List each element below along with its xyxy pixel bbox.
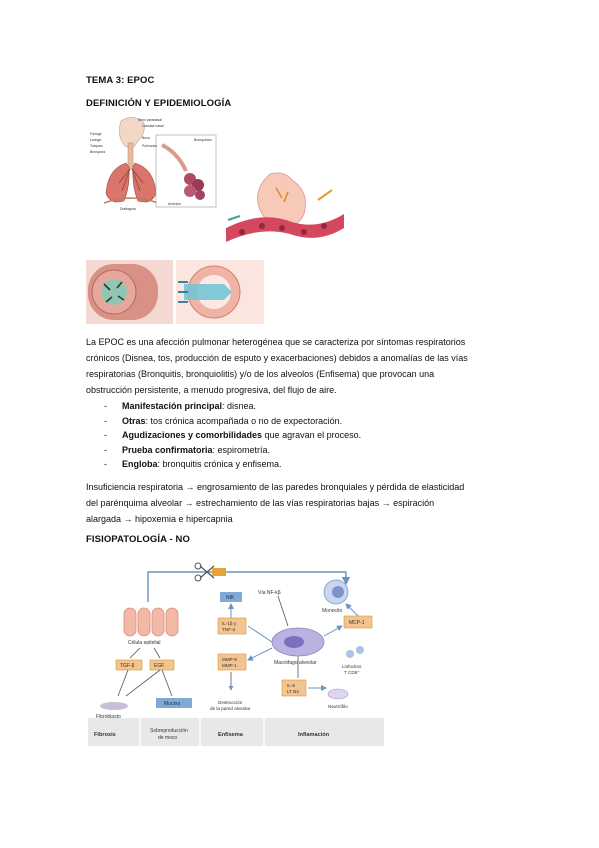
node-via-nfkb: Vía NF-kβ (258, 590, 281, 596)
text-line: respiratorias (Bronquitis, bronquiolitis… (86, 369, 435, 379)
node-celula-epitelial: Célula epitelial (128, 640, 161, 646)
figure-pathophysiology-diagram: Célula epitelial TGF-β EGF Fibroblasto M… (88, 556, 384, 746)
category-sobreproduccion-2: de moco (158, 735, 177, 741)
node-il8: IL-8 (287, 683, 295, 688)
node-ltb4: LT B4 (287, 689, 299, 694)
category-enfisema: Enfisema (218, 732, 244, 738)
node-macrofago: Macrófago alveolar (274, 660, 317, 666)
node-mucina: Mucina (164, 701, 180, 707)
section-heading-fisiopatologia: FISIOPATOLOGÍA - NO (86, 534, 190, 545)
node-neutrofilo: Neutrófilo (328, 704, 348, 709)
anatomy-label: Boca (142, 136, 150, 140)
category-inflamacion: Inflamación (298, 732, 330, 738)
anatomy-label: Pulmones (142, 144, 157, 148)
anatomy-label: Bronquiolos (194, 138, 212, 142)
anatomy-label: Cavidad nasal (142, 124, 164, 128)
node-tgf: TGF-β (120, 663, 135, 669)
category-sobreproduccion: Sobreproducción (150, 728, 188, 734)
anatomy-label: Diafragma (120, 207, 136, 211)
anatomy-label: Alvéolos (168, 202, 181, 206)
intro-paragraph: La EPOC es una afección pulmonar heterog… (86, 334, 526, 398)
list-item: -Agudizaciones y comorbilidades que agra… (104, 430, 362, 441)
figure-bronchial-sections (86, 260, 264, 324)
node-mcp1: MCP-1 (349, 620, 365, 626)
figure-alveolus-exchange (222, 170, 347, 248)
anatomy-label: Seno paranasal (138, 118, 162, 122)
characteristics-list: -Manifestación principal: disnea. -Otras… (86, 399, 361, 472)
node-tcd8: T CD8⁺ (344, 670, 360, 675)
node-nik: NIK (226, 595, 235, 601)
node-linfocitos: Linfocitos (342, 664, 362, 669)
anatomy-label: Faringe (90, 132, 102, 136)
anatomy-label: Laringe (90, 138, 101, 142)
text-line: alargada → hipoxemia e hipercapnia (86, 514, 233, 524)
node-il1: IL-1β y (222, 621, 237, 626)
section-heading-definicion: DEFINICIÓN Y EPIDEMIOLOGÍA (86, 98, 232, 109)
figure-respiratory-anatomy: Seno paranasal Cavidad nasal Faringe Lar… (86, 113, 222, 211)
anatomy-label: Tráquea (90, 144, 103, 148)
node-mmp9: MMP-9 (222, 657, 237, 662)
list-item: -Engloba: bronquitis crónica y enfisema. (104, 459, 282, 470)
node-tnf: TNF-α (222, 627, 235, 632)
node-egf: EGF (154, 663, 164, 669)
list-item: -Manifestación principal: disnea. (104, 401, 257, 411)
text-line: crónicos (Disnea, tos, producción de esp… (86, 353, 468, 363)
insufficiency-paragraph: Insuficiencia respiratoria → engrosamien… (86, 479, 526, 527)
node-mmp1: MMP-1 (222, 663, 237, 668)
anatomy-label: Bronquios (90, 150, 106, 154)
text-line: del parénquima alveolar → estrechamiento… (86, 498, 435, 508)
node-destruccion: Destrucción (218, 700, 243, 705)
text-line: La EPOC es una afección pulmonar heterog… (86, 337, 466, 347)
category-fibrosis: Fibrosis (94, 732, 116, 738)
list-item: -Prueba confirmatoria: espirometría. (104, 444, 271, 455)
node-destruccion-2: de la pared alveolar (210, 706, 251, 711)
text-line: obstrucción persistente, a menudo progre… (86, 385, 337, 395)
text-line: Insuficiencia respiratoria → engrosamien… (86, 482, 465, 492)
list-item: -Otras: tos crónica acompañada o no de e… (104, 415, 343, 426)
node-monocito: Monocito (322, 608, 343, 614)
topic-title: TEMA 3: EPOC (86, 75, 155, 86)
node-fibroblasto: Fibroblasto (96, 714, 121, 720)
